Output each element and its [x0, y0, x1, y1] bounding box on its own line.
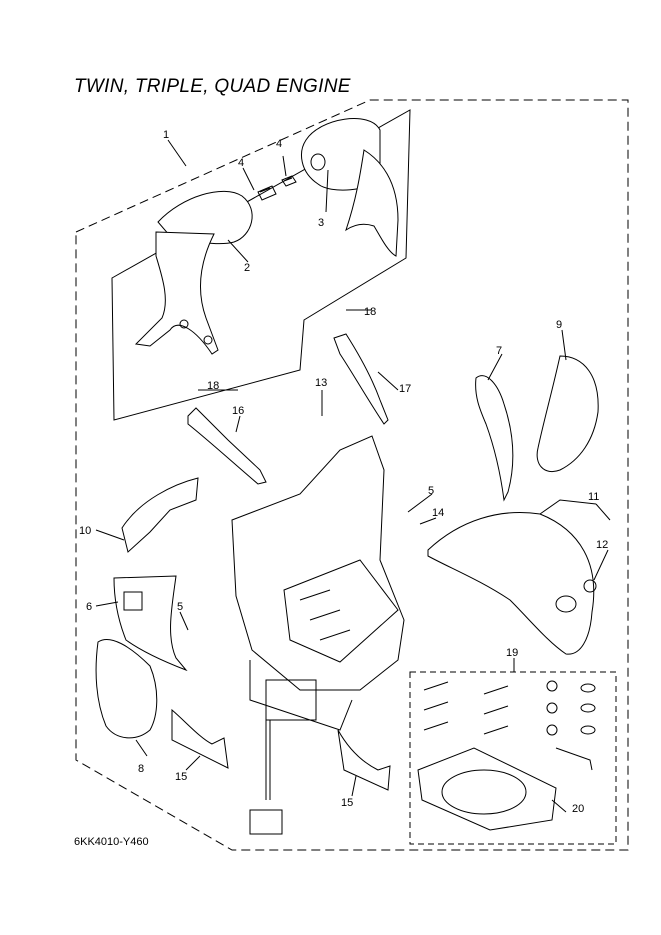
callout-16: 16 [232, 405, 244, 417]
callout-19: 19 [506, 647, 518, 659]
callout-7: 7 [496, 345, 502, 357]
callout-12: 12 [596, 539, 608, 551]
callout-2: 2 [244, 262, 250, 274]
callout-14: 14 [432, 507, 444, 519]
connector [249, 809, 283, 835]
callout-3: 3 [318, 217, 324, 229]
callout-18a: 18 [364, 306, 376, 318]
part-12-nut [583, 579, 597, 593]
assembly-boundary [75, 99, 629, 851]
callout-15a: 15 [175, 771, 187, 783]
part-15-spacer-right [337, 729, 391, 791]
part-16-arm [187, 407, 267, 485]
callout-10: 10 [79, 525, 91, 537]
callout-13: 13 [315, 377, 327, 389]
part-3-grip [301, 118, 399, 257]
callout-8: 8 [138, 763, 144, 775]
part-4-screws [257, 175, 297, 201]
kit-box [409, 671, 617, 845]
callout-18b: 18 [207, 380, 219, 392]
hex-key [555, 747, 593, 771]
callout-15b: 15 [341, 797, 353, 809]
callout-1: 1 [163, 129, 169, 141]
callout-9: 9 [556, 319, 562, 331]
handle-group-box [111, 109, 411, 421]
wire-harness [265, 720, 271, 800]
callout-4a: 4 [238, 157, 244, 169]
control-body [231, 435, 405, 731]
part-7-lever [475, 375, 514, 502]
callout-5b: 5 [177, 601, 183, 613]
part-11-cover [427, 512, 595, 655]
part-10-panel [121, 477, 199, 553]
part-15-spacer-left [171, 708, 229, 769]
diagram-title: TWIN, TRIPLE, QUAD ENGINE [74, 76, 351, 97]
callout-5a: 5 [428, 485, 434, 497]
callout-4b: 4 [276, 138, 282, 150]
part-9-cover [536, 355, 599, 472]
part-6-panel [113, 575, 188, 672]
part-2-grip [134, 190, 253, 355]
part-8-panel [95, 639, 158, 739]
drawing-code: 6KK4010-Y460 [74, 836, 149, 848]
part-17-arm [333, 333, 389, 425]
callout-11: 11 [588, 491, 599, 503]
callout-6: 6 [86, 601, 92, 613]
kit-19-hardware [423, 680, 596, 736]
part-20-plate [417, 747, 557, 831]
callout-17: 17 [399, 383, 411, 395]
callout-20: 20 [572, 803, 584, 815]
